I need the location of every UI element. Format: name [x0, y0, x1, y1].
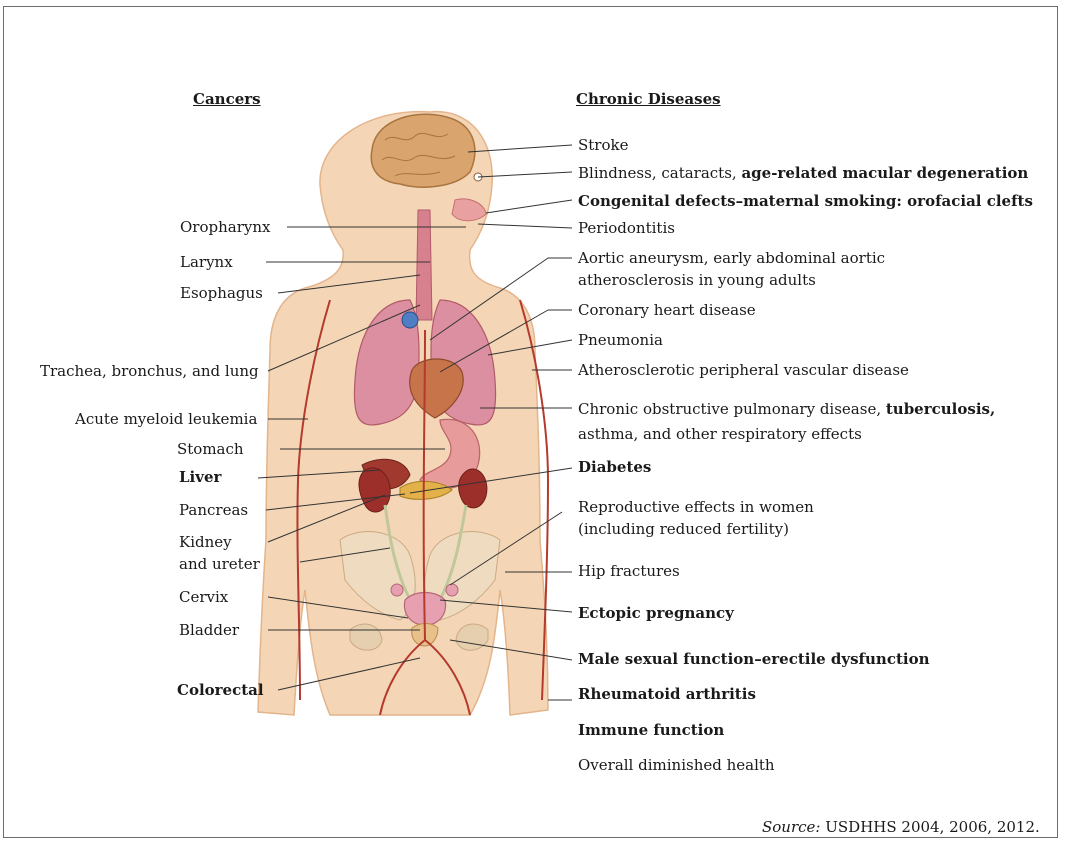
label-rheumatoid: Rheumatoid arthritis — [578, 684, 756, 705]
label-aortic-1: Aortic aneurysm, early abdominal aortic — [578, 248, 885, 269]
label-esophagus: Esophagus — [180, 283, 263, 304]
label-diabetes: Diabetes — [578, 457, 651, 478]
label-copd-2: asthma, and other respiratory effects — [578, 424, 862, 445]
label-amd-text: age-related macular degeneration — [741, 164, 1028, 182]
label-ectopic: Ectopic pregnancy — [578, 603, 734, 624]
source-label: Source: — [762, 818, 820, 836]
aorta-arch — [402, 312, 418, 328]
label-bladder: Bladder — [179, 620, 239, 641]
label-reproductive-2: (including reduced fertility) — [578, 519, 789, 540]
heading-chronic-diseases: Chronic Diseases — [576, 90, 721, 108]
label-ureter: and ureter — [179, 554, 260, 575]
label-copd-text: Chronic obstructive pulmonary disease, — [578, 400, 886, 418]
source-note: Source: USDHHS 2004, 2006, 2012. — [762, 818, 1040, 836]
label-larynx: Larynx — [180, 252, 233, 273]
label-oropharynx: Oropharynx — [180, 217, 270, 238]
label-hip-fractures: Hip fractures — [578, 561, 680, 582]
label-overall: Overall diminished health — [578, 755, 775, 776]
label-atherosclerotic: Atherosclerotic peripheral vascular dise… — [578, 360, 909, 381]
label-male-sexual: Male sexual function–erectile dysfunctio… — [578, 649, 930, 670]
heading-cancers: Cancers — [193, 90, 261, 108]
ovary-right — [446, 584, 458, 596]
label-liver: Liver — [179, 467, 221, 488]
label-aortic-2: atherosclerosis in young adults — [578, 270, 816, 291]
ovary-left — [391, 584, 403, 596]
source-text: USDHHS 2004, 2006, 2012. — [820, 818, 1039, 836]
label-pancreas: Pancreas — [179, 500, 248, 521]
label-pneumonia: Pneumonia — [578, 330, 663, 351]
label-tuberculosis-text: tuberculosis, — [886, 400, 995, 418]
label-stroke: Stroke — [578, 135, 628, 156]
label-congenital: Congenital defects–maternal smoking: oro… — [578, 191, 1033, 212]
label-periodontitis: Periodontitis — [578, 218, 675, 239]
label-leukemia: Acute myeloid leukemia — [75, 409, 257, 430]
label-stomach: Stomach — [177, 439, 244, 460]
label-blindness-text: Blindness, cataracts, — [578, 164, 741, 182]
label-reproductive-1: Reproductive effects in women — [578, 497, 814, 518]
label-immune: Immune function — [578, 720, 724, 741]
label-cervix: Cervix — [179, 587, 228, 608]
label-colorectal: Colorectal — [177, 680, 264, 701]
label-coronary: Coronary heart disease — [578, 300, 756, 321]
label-kidney: Kidney — [179, 532, 232, 553]
label-copd: Chronic obstructive pulmonary disease, t… — [578, 399, 995, 420]
kidney-right — [459, 469, 487, 508]
label-blindness: Blindness, cataracts, age-related macula… — [578, 163, 1028, 184]
label-lung: Trachea, bronchus, and lung — [40, 361, 259, 382]
brain — [371, 114, 475, 187]
